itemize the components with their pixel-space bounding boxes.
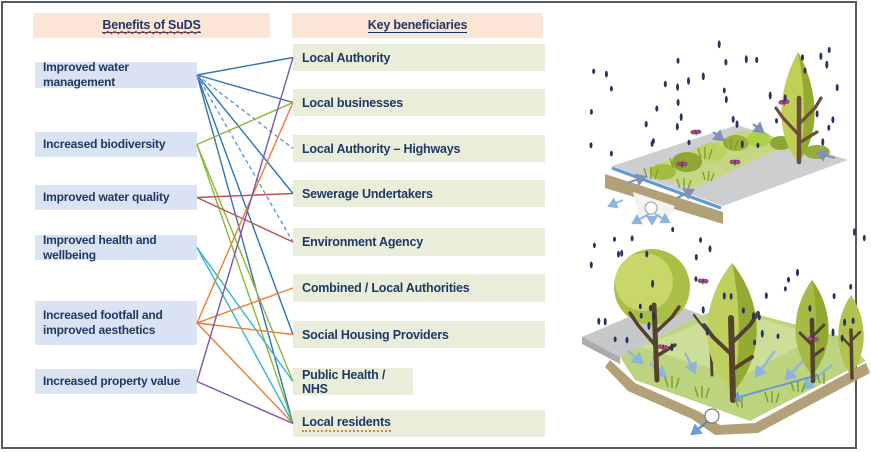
- benefits-column-header: Benefits of SuDS: [33, 13, 270, 38]
- local-residents-label: Local residents: [302, 415, 391, 432]
- beneficiaries-column-header: Key beneficiaries: [292, 13, 543, 38]
- beneficiary-combined-authorities: Combined / Local Authorities: [293, 274, 545, 302]
- benefits-header-label: Benefits of SuDS: [102, 18, 201, 33]
- beneficiary-la-highways: Local Authority – Highways: [293, 135, 545, 162]
- beneficiary-local-residents: Local residents: [293, 410, 545, 437]
- beneficiary-social-housing: Social Housing Providers: [293, 321, 545, 348]
- benefit-health-and-wellbeing: Improved health and wellbeing: [35, 233, 197, 262]
- benefit-footfall-aesthetics: Increased footfall and improved aestheti…: [35, 301, 197, 345]
- benefit-property-value: Increased property value: [35, 369, 197, 394]
- beneficiaries-header-label: Key beneficiaries: [367, 18, 468, 33]
- benefit-increased-biodiversity: Increased biodiversity: [35, 132, 197, 157]
- beneficiary-public-health-nhs: Public Health / NHS: [293, 368, 413, 396]
- benefit-improved-water-management: Improved water management: [35, 60, 197, 89]
- beneficiary-local-authority: Local Authority: [293, 44, 545, 71]
- benefit-improved-water-quality: Improved water quality: [35, 185, 197, 210]
- beneficiary-sewerage-undertakers: Sewerage Undertakers: [293, 180, 545, 207]
- beneficiary-environment-agency: Environment Agency: [293, 228, 545, 256]
- beneficiary-local-businesses: Local businesses: [293, 89, 545, 116]
